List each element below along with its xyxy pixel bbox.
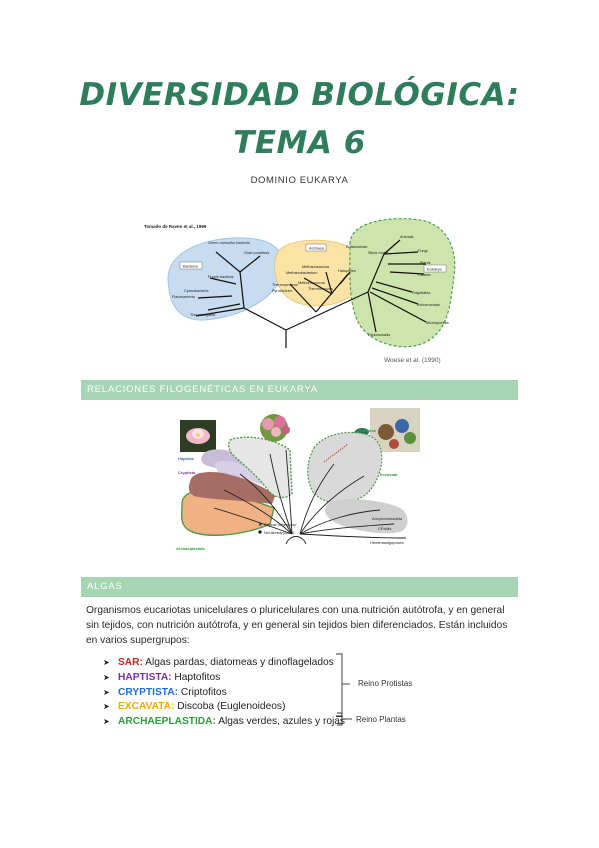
taxon-label: Green nonsulfur bacteria — [208, 241, 251, 245]
group-region-cryptista — [214, 461, 270, 486]
group-region-amorphea — [307, 431, 383, 504]
supergroup-name: ARCHAEPLASTIDA: — [118, 716, 216, 728]
taxon-label: Pyrodictium — [272, 289, 292, 293]
supergroup-name: EXCAVATA: — [118, 701, 175, 713]
tree-of-life-figure: Tomado de Raven et al., 1999 Bacteria Ar… — [144, 218, 456, 364]
taxon-label: Flavobacteria — [172, 295, 196, 299]
group-region-sar — [188, 472, 276, 504]
list-item: ➤ EXCAVATA: Discoba (Euglenoideos) — [103, 700, 345, 715]
supergroup-list: ➤ SAR: Algas pardas, diatomeas y dinoflag… — [103, 656, 345, 730]
group-label-cryptista: Cryptista — [178, 470, 196, 475]
page-title-line1: DIVERSIDAD BIOLÓGICA: — [79, 77, 520, 113]
group-label-amorphea: Amorphea — [356, 428, 377, 433]
archaea-region — [274, 239, 362, 307]
arrowhead-icon: ➤ — [103, 658, 110, 667]
list-item: ➤ ARCHAEPLASTIDA: Algas verdes, azules y … — [103, 715, 345, 730]
taxon-label: Ciliates — [418, 273, 431, 277]
taxon-label: Fungi — [418, 249, 428, 253]
taxon-label: Purple bacteria — [208, 275, 234, 279]
section-band-phylogeny: RELACIONES FILOGENÉTICAS EN EUKARYA — [81, 380, 518, 400]
taxon-label: Methanococcus — [298, 281, 325, 285]
domain-label-eukarya: Eukarya — [427, 267, 442, 272]
domain-label-archaea: Archaea — [309, 246, 325, 251]
group-label-archaeplastida: Archaeplastida — [176, 546, 205, 551]
taxon-label: Thermococcus — [308, 287, 333, 291]
taxon-label: Gram positives — [244, 251, 269, 255]
taxon-label: Slime molds — [368, 251, 389, 255]
list-item: ➤ SAR: Algas pardas, diatomeas y dinoflag… — [103, 656, 345, 671]
group-label-crums: CRuMs — [378, 526, 391, 531]
list-item: ➤ HAPTISTA: Haptofitos — [103, 671, 345, 686]
supergroup-desc: Discoba (Euglenoideos) — [174, 701, 286, 713]
supergroup-name: SAR: — [118, 657, 143, 668]
flower-bouquet-photo — [260, 414, 290, 442]
taxon-label: Thermoproteus — [272, 283, 298, 287]
eukarya-region — [349, 218, 456, 348]
supergroup-name: HAPTISTA: — [118, 671, 172, 683]
lotus-photo — [180, 420, 216, 452]
taxon-label: Trichomonads — [416, 303, 440, 307]
taxon-label: Diplomonads — [368, 333, 390, 337]
taxon-label: Cyanobacteria — [184, 289, 209, 293]
supergroup-desc: Haptofitos — [171, 671, 221, 683]
supergroup-desc: Algas verdes, azules y rojas — [215, 716, 346, 728]
reino-protistas-label: Reino Protistas — [358, 679, 413, 688]
section-band-algas: ALGAS — [81, 577, 518, 597]
group-label-excavata: Excavata — [380, 472, 398, 477]
arrowhead-icon: ➤ — [103, 672, 110, 682]
reino-plantas-label: Reino Plantas — [356, 715, 406, 724]
arrowhead-icon: ➤ — [103, 687, 110, 697]
taxon-label: Microsporidia — [426, 321, 449, 325]
group-label-haptista: Haptista — [178, 456, 195, 461]
taxon-label: Plants — [420, 261, 431, 265]
supergroup-desc: Algas pardas, diatomeas y dinoflagelados — [142, 657, 334, 668]
taxon-label: Entamoebae — [346, 245, 368, 249]
taxon-label: Flagellates — [412, 291, 430, 295]
group-label-ancyromonadida: Ancyromonadida — [372, 516, 403, 521]
legend-supergroup: Original 'supergroup' — [264, 523, 297, 527]
supergroup-desc: Criptofitos — [178, 686, 227, 698]
domain-label-bacteria: Bacteria — [183, 264, 198, 269]
taxon-label: Halophiles — [338, 269, 356, 273]
eukarya-phylogeny-figure: Haptista Cryptista Excavata Archaeplasti… — [176, 408, 420, 551]
algas-paragraph: Organismos eucariotas unicelulares o plu… — [86, 605, 508, 646]
legend-star-icon: ★ — [258, 522, 263, 528]
page-title-line2: TEMA 6 — [233, 125, 366, 161]
arrowhead-icon: ➤ — [103, 717, 110, 727]
taxon-label: Methanosarcina — [302, 265, 330, 269]
legend-dot-icon — [258, 530, 262, 534]
phylogeny-branches — [213, 449, 407, 545]
legend-not-placed: Not already placed — [264, 531, 294, 535]
list-item: ➤ CRYPTISTA: Criptofitos — [103, 686, 345, 701]
taxon-label: Thermotogales — [190, 313, 215, 317]
plantas-bracket — [337, 712, 352, 726]
figure-credit: Woese et al. (1990) — [384, 357, 441, 364]
supergroup-name: CRYPTISTA: — [118, 686, 178, 698]
page-subtitle: DOMINIO EUKARYA — [250, 175, 349, 186]
arrowhead-icon: ➤ — [103, 702, 110, 712]
taxon-label: Methanobacterium — [286, 271, 317, 275]
taxon-label: Animals — [400, 235, 414, 239]
figure-source-caption: Tomado de Raven et al., 1999 — [144, 224, 207, 229]
group-label-hemimastigophora: Hemimastigophora — [370, 540, 404, 545]
tree-branches — [195, 239, 427, 348]
